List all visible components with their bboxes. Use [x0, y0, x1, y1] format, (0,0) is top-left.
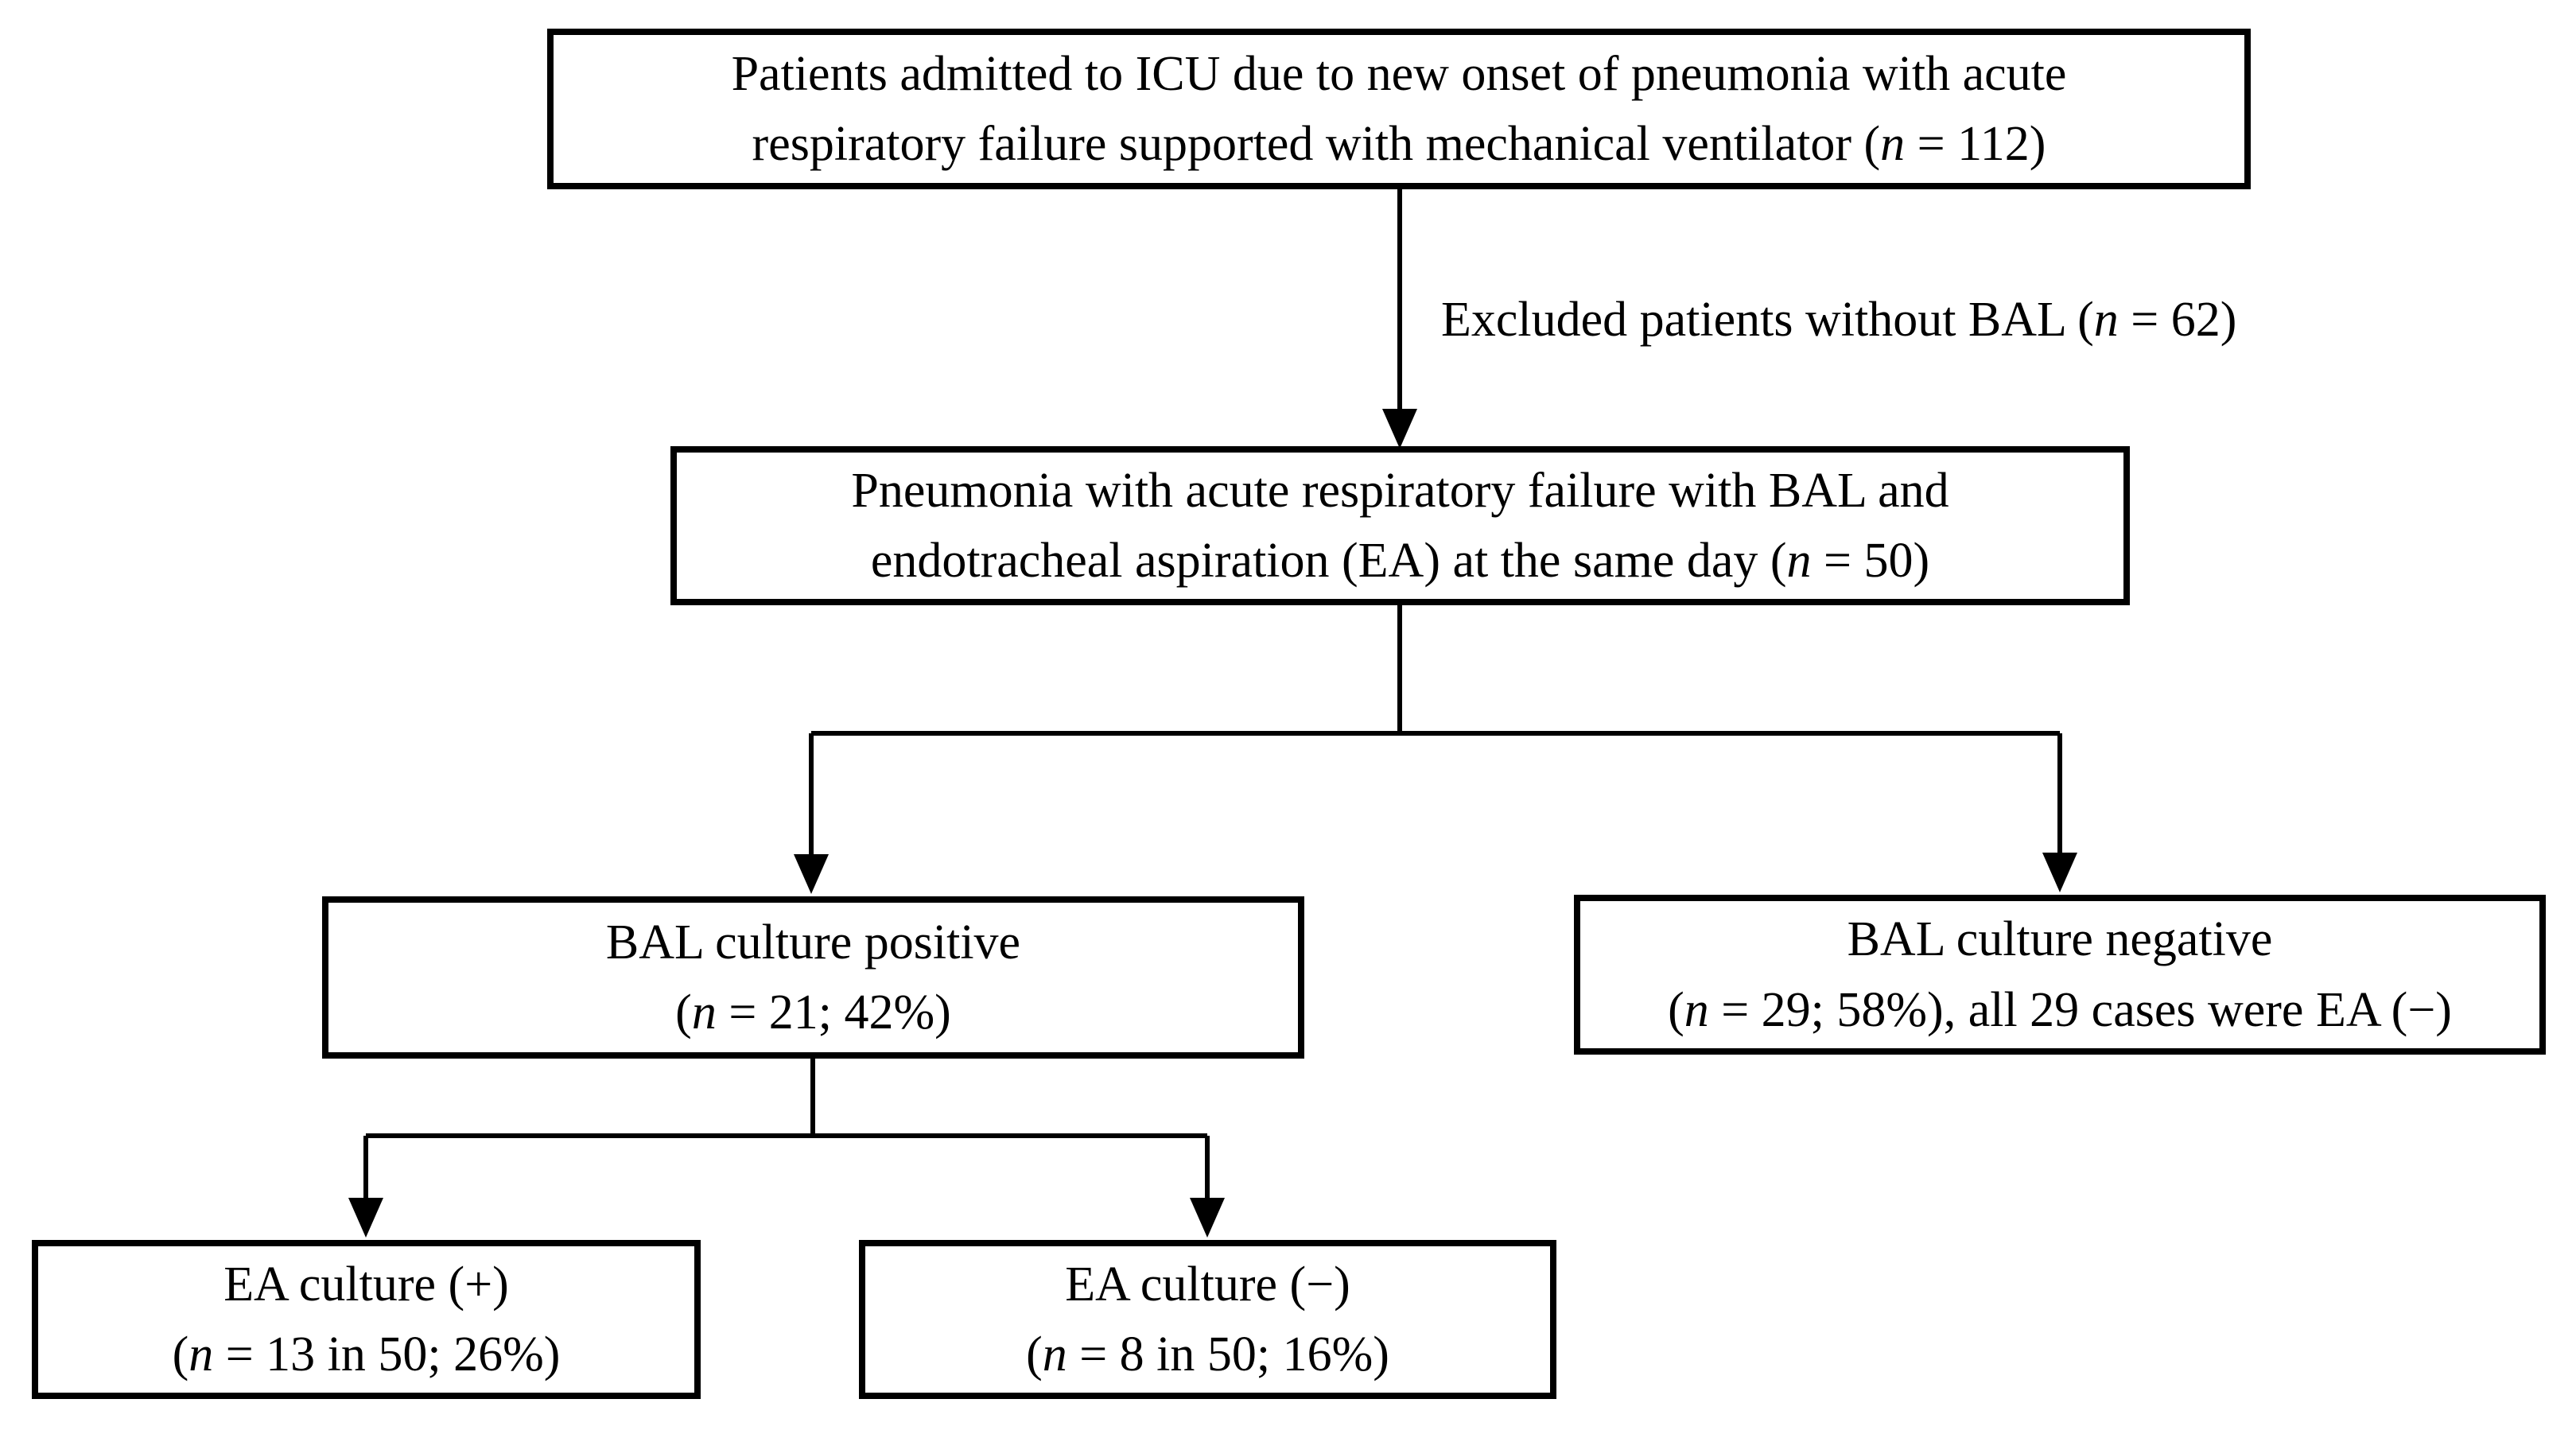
node-cohort-line1: Pneumonia with acute respiratory failure…	[851, 463, 1949, 518]
node-cohort-line2: endotracheal aspiration (EA) at the same…	[870, 534, 1930, 588]
node-bal-positive: BAL culture positive (n = 21; 42%)	[322, 896, 1304, 1059]
node-bal-negative: BAL culture negative (n = 29; 58%), all …	[1574, 895, 2546, 1055]
node-ea-pos-line1: EA culture (+)	[223, 1257, 509, 1312]
arrowhead-ea-neg	[1190, 1198, 1225, 1238]
node-bal-pos-line1: BAL culture positive	[605, 915, 1021, 970]
node-bal-neg-line2: (n = 29; 58%), all 29 cases were EA (−)	[1668, 982, 2452, 1037]
node-bal-ea-cohort: Pneumonia with acute respiratory failure…	[670, 446, 2130, 605]
node-ea-positive: EA culture (+) (n = 13 in 50; 26%)	[32, 1240, 701, 1399]
arrowhead-cohort	[1382, 409, 1417, 449]
edge-label-excluded: Excluded patients without BAL (n = 62)	[1441, 293, 2237, 347]
node-bal-pos-line2: (n = 21; 42%)	[675, 985, 951, 1040]
node-ea-pos-line2: (n = 13 in 50; 26%)	[172, 1327, 561, 1382]
node-icu-line1: Patients admitted to ICU due to new onse…	[731, 46, 2067, 101]
node-ea-negative: EA culture (−) (n = 8 in 50; 16%)	[859, 1240, 1556, 1399]
node-ea-neg-line2: (n = 8 in 50; 16%)	[1026, 1327, 1389, 1382]
node-icu-admission: Patients admitted to ICU due to new onse…	[547, 29, 2251, 189]
node-bal-neg-line1: BAL culture negative	[1847, 912, 2273, 967]
arrowhead-ea-pos	[348, 1198, 383, 1238]
node-icu-line2: respiratory failure supported with mecha…	[752, 117, 2046, 171]
node-ea-neg-line1: EA culture (−)	[1065, 1257, 1350, 1312]
arrowhead-bal-pos	[794, 854, 829, 894]
arrowhead-bal-neg	[2042, 853, 2077, 892]
